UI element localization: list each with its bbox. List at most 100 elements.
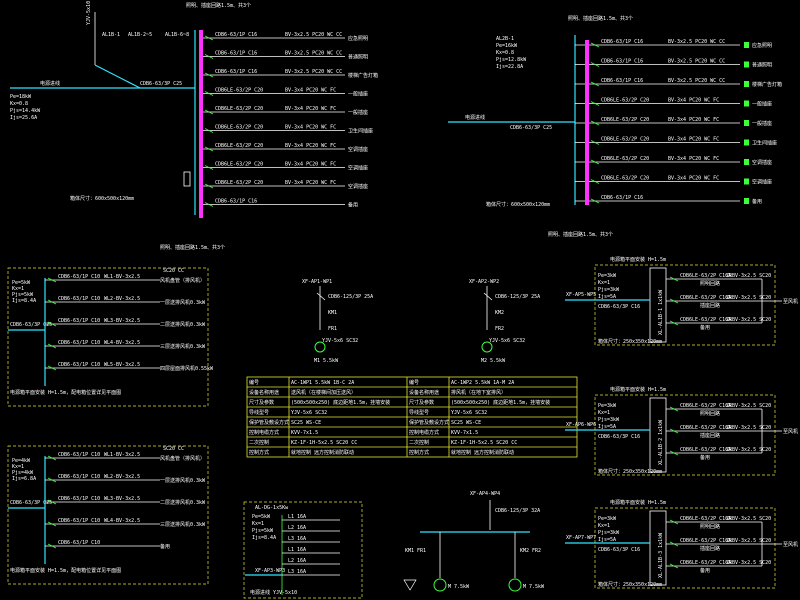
motor-cable: YJV-5x6 SC32	[489, 338, 525, 344]
bottom-motor-label: M 7.5kW	[448, 584, 470, 590]
table-cell: KVV-7x1.5	[451, 430, 478, 436]
circuit-cable-label: BV-3x4 PC20 WC FC	[285, 180, 336, 186]
left-box-row-load: 风机盘管（排风机）	[160, 455, 205, 462]
right-box-row-breaker: CDB6LE-63/2P C16A	[680, 295, 731, 301]
right-box-row-load: 照明回路	[700, 410, 720, 417]
bottom-box-row-label: L3 16A	[288, 536, 306, 542]
circuit-cable-label: BV-3x2.5 PC20 WC CC	[668, 39, 725, 45]
panel-1-left-specs: Pe=18kW Kx=0.8 Pjs=14.4kW Ijs=25.6A	[10, 94, 41, 121]
bottom-motor-top: XF-AP4-WP4	[470, 491, 500, 497]
breaker-symbol-icon	[669, 276, 679, 282]
panel-1-main-breaker: CDB6-63/3P C25	[140, 81, 182, 87]
left-box-row-cable: WL1-BV-3x2.5	[104, 452, 140, 458]
bottom-box-row-label: L1 16A	[288, 547, 306, 553]
left-box-header: SC20 CC	[163, 268, 184, 274]
circuit-terminal-icon	[744, 81, 749, 87]
panel-2-bottom-note: 照明、插座回路1.5m、共3个	[548, 231, 613, 238]
motor-breaker: CDB6-125/3P 25A	[495, 294, 540, 300]
left-box-frame	[7, 267, 209, 407]
motor-symbol-icon	[314, 341, 326, 353]
motor-label: M1 5.5kW	[314, 358, 339, 364]
right-box-row-cable: ZRBV-3x2.5 SC20	[726, 273, 771, 279]
panel-1-breaker-strip	[199, 30, 203, 218]
table-cell: 保护管及敷设方式	[409, 419, 449, 426]
left-box-row-load: 三层送排风机0.3kW	[160, 521, 206, 528]
table-cell: KZ-1F-1H-5x2.5 SC20 CC	[291, 440, 357, 446]
breaker-symbol-icon	[204, 146, 214, 152]
right-box-frame	[594, 394, 776, 476]
bottom-motor-right-text: KM2 FR2	[520, 548, 541, 554]
right-box-row-cable: ZRBV-3x2.5 SC20	[726, 447, 771, 453]
right-box-incoming: XF-AP6-WP6	[566, 422, 596, 428]
table-cell: 编号	[249, 379, 259, 386]
right-box-vertical-label: XL-AL1B-2 1x1kW	[658, 419, 664, 465]
breaker-symbol-icon	[316, 292, 326, 301]
circuit-cable-label: BV-3x4 PC20 WC FC	[285, 106, 336, 112]
breaker-symbol-icon	[669, 406, 679, 412]
circuit-terminal-icon	[744, 139, 749, 146]
circuit-load-label: 一般插座	[348, 91, 368, 98]
circuit-cable-label: BV-3x4 PC20 WC FC	[668, 176, 719, 182]
table-cell: 就地控制 远方控制消防联动	[291, 449, 354, 456]
breaker-symbol-icon	[47, 455, 57, 461]
table-cell: (500x500x250) 底边距地1.5m，挂墙安装	[291, 399, 390, 406]
breaker-symbol-icon	[204, 202, 214, 207]
circuit-breaker-label: CDB6LE-63/2P C20	[215, 106, 263, 112]
right-box-row-breaker: CDB6LE-63/2P C16A	[680, 403, 731, 409]
circuit-load-label: 空调插座	[752, 159, 772, 166]
breaker-symbol-icon	[590, 179, 600, 184]
right-box-size: 箱体尺寸：250x350x120mm	[598, 581, 662, 588]
breaker-symbol-icon	[590, 81, 600, 87]
bottom-box-spec: Ijs=8.4A	[252, 535, 276, 541]
table-cell: 就地控制 远方控制消防联动	[451, 449, 514, 456]
circuit-load-label: 普通照明	[752, 62, 772, 69]
circuit-cable-label: BV-3x4 PC20 WC FC	[285, 162, 336, 168]
motor-symbol-icon	[433, 578, 447, 592]
panel-2-main-breaker: CDB6-63/3P C25	[510, 125, 552, 131]
circuit-load-label: 一般插座	[348, 109, 368, 116]
left-box-header: SC20 CC	[163, 446, 184, 452]
circuit-load-label: 空调插座	[348, 165, 368, 172]
panel-2-spec: Pjs=12.8kW	[496, 57, 527, 63]
bottom-box-row-label: L2 16A	[288, 525, 306, 531]
bottom-box-footer: 电源进线 YJV-5x10	[250, 589, 297, 596]
left-box-row-breaker: CDB6-63/1P C10	[58, 518, 100, 524]
circuit-cable-label: BV-3x4 PC20 WC FC	[668, 98, 719, 104]
left-box-row-breaker: CDB6-63/1P C10	[58, 362, 100, 368]
breaker-symbol-icon	[47, 365, 57, 371]
right-box-spec: Ijs=5A	[598, 537, 616, 543]
right-box-row-breaker: CDB6LE-63/2P C16A	[680, 317, 731, 323]
circuit-cable-label: BV-3x4 PC20 WC FC	[285, 125, 336, 131]
left-box-frame	[7, 445, 209, 585]
table-cell: 控制方式	[409, 449, 429, 456]
table-cell: SC25 WS-CE	[291, 420, 321, 426]
panel-2-spec: Pe=16kW	[496, 43, 518, 49]
right-box-breaker: CDB6-63/3P C16	[598, 434, 640, 440]
left-box-spec: Kx=1	[12, 464, 24, 470]
breaker-symbol-icon	[204, 165, 214, 170]
motor-relay: FR1	[328, 326, 337, 332]
breaker-symbol-icon	[47, 277, 57, 283]
bottom-box-spec: Kx=1	[252, 521, 264, 527]
left-box-incoming: CDB6-63/3P C25	[10, 500, 52, 506]
circuit-breaker-label: CDB6-63/1P C16	[601, 39, 643, 45]
right-box-row-cable: ZRBV-3x2.5 SC20	[726, 295, 771, 301]
right-box-breaker: CDB6-63/3P C16	[598, 304, 640, 310]
motor-contactor: KM2	[495, 310, 504, 316]
breaker-symbol-icon	[204, 128, 214, 133]
circuit-load-label: 普通照明	[348, 54, 368, 61]
circuit-cable-label: BV-3x4 PC20 WC FC	[285, 143, 336, 149]
table-cell: KVV-7x1.5	[291, 430, 318, 436]
panel-1-spec: Pe=18kW	[10, 94, 32, 100]
ground-symbol-icon	[403, 579, 417, 591]
motor-breaker: CDB6-125/3P 25A	[328, 294, 373, 300]
circuit-load-label: 卫生间插座	[752, 140, 777, 147]
right-box-note: 电源箱平面安装 H=1.5m	[610, 386, 666, 393]
motor-cable: YJV-5x6 SC32	[322, 338, 358, 344]
circuit-load-label: 空调插座	[752, 179, 772, 186]
breaker-symbol-icon	[204, 54, 214, 59]
